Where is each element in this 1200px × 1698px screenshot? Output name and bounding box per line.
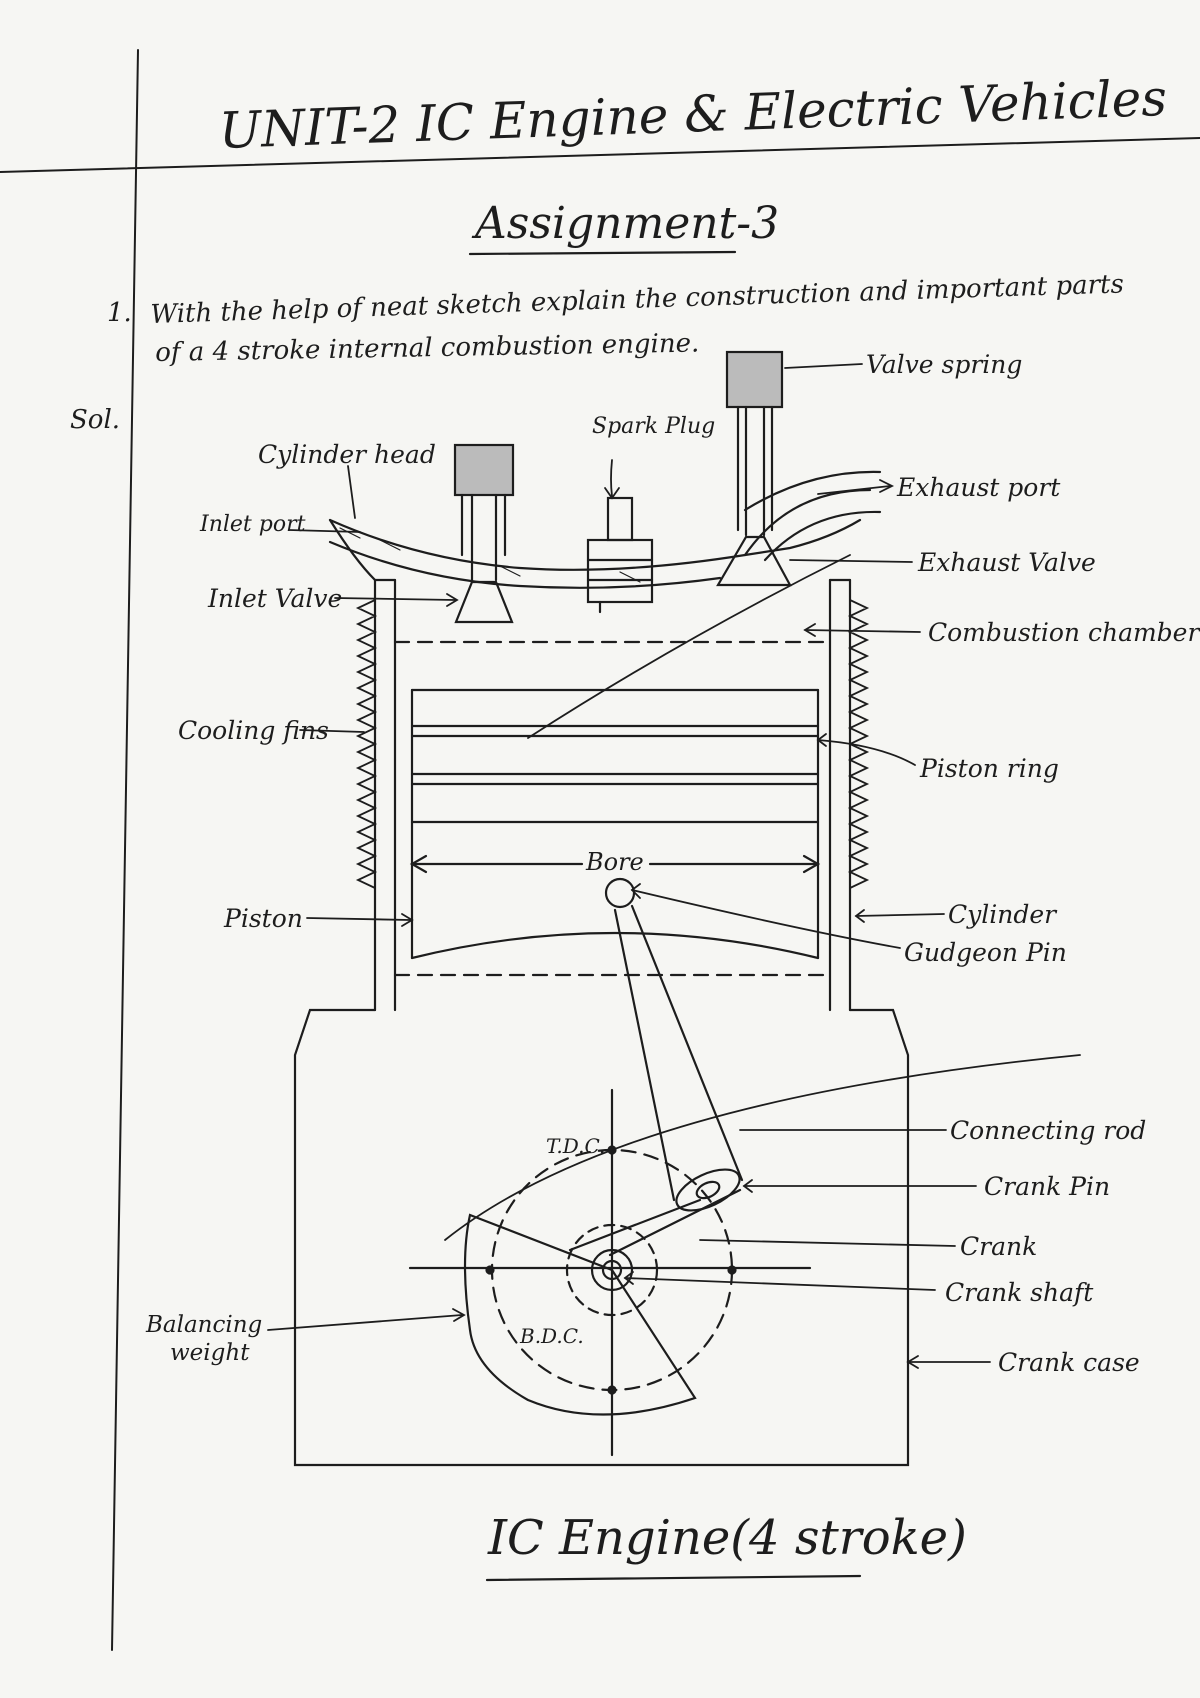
label-connecting-rod: Connecting rod <box>950 1116 1147 1145</box>
cylinder-walls <box>373 578 852 1012</box>
inlet-valve-drawing <box>453 443 515 624</box>
label-piston-ring: Piston ring <box>920 754 1059 783</box>
subtitle-underline <box>468 250 737 256</box>
label-spark-plug: Spark Plug <box>592 414 716 439</box>
label-balancing-weight-line2: weight <box>170 1340 250 1366</box>
exhaust-valve-drawing <box>716 350 792 587</box>
label-cylinder: Cylinder <box>948 900 1057 929</box>
connecting-rod-drawing <box>613 904 744 1212</box>
label-gudgeon-pin: Gudgeon Pin <box>904 938 1067 967</box>
label-bdc: B.D.C. <box>520 1324 584 1348</box>
label-piston: Piston <box>224 904 303 933</box>
caption-underline <box>485 1574 862 1582</box>
bore-arrow <box>409 854 821 874</box>
page-subtitle: Assignment-3 <box>475 198 780 249</box>
label-tdc: T.D.C. <box>546 1134 606 1158</box>
diagram-caption: IC Engine(4 stroke) <box>488 1510 967 1566</box>
label-exhaust-port: Exhaust port <box>897 473 1061 502</box>
page-rules <box>0 49 1200 1651</box>
label-crank-shaft: Crank shaft <box>945 1278 1094 1307</box>
gudgeon-pin <box>604 877 636 909</box>
label-combustion-chamber: Combustion chamber <box>928 618 1200 647</box>
label-inlet-port: Inlet port <box>200 512 306 537</box>
label-exhaust-valve: Exhaust Valve <box>918 548 1096 577</box>
piston-body <box>410 688 820 960</box>
label-cooling-fins: Cooling fins <box>178 716 329 745</box>
label-crank: Crank <box>960 1232 1038 1261</box>
crank-case <box>293 1008 910 1467</box>
label-inlet-valve: Inlet Valve <box>208 584 343 613</box>
question-number: 1. <box>107 298 132 328</box>
label-crank-case: Crank case <box>998 1348 1140 1377</box>
label-valve-spring: Valve spring <box>866 350 1023 379</box>
solution-marker: Sol. <box>70 405 121 435</box>
cooling-fins-left <box>355 599 378 889</box>
label-crank-pin: Crank Pin <box>984 1172 1111 1201</box>
leader-lines <box>267 363 991 1369</box>
label-cylinder-head: Cylinder head <box>258 440 436 469</box>
label-balancing-weight-line1: Balancing <box>146 1312 263 1338</box>
crank-assembly <box>408 1088 812 1457</box>
piston-rings <box>410 724 820 824</box>
label-bore: Bore <box>586 848 644 876</box>
spark-plug-drawing <box>586 496 654 614</box>
